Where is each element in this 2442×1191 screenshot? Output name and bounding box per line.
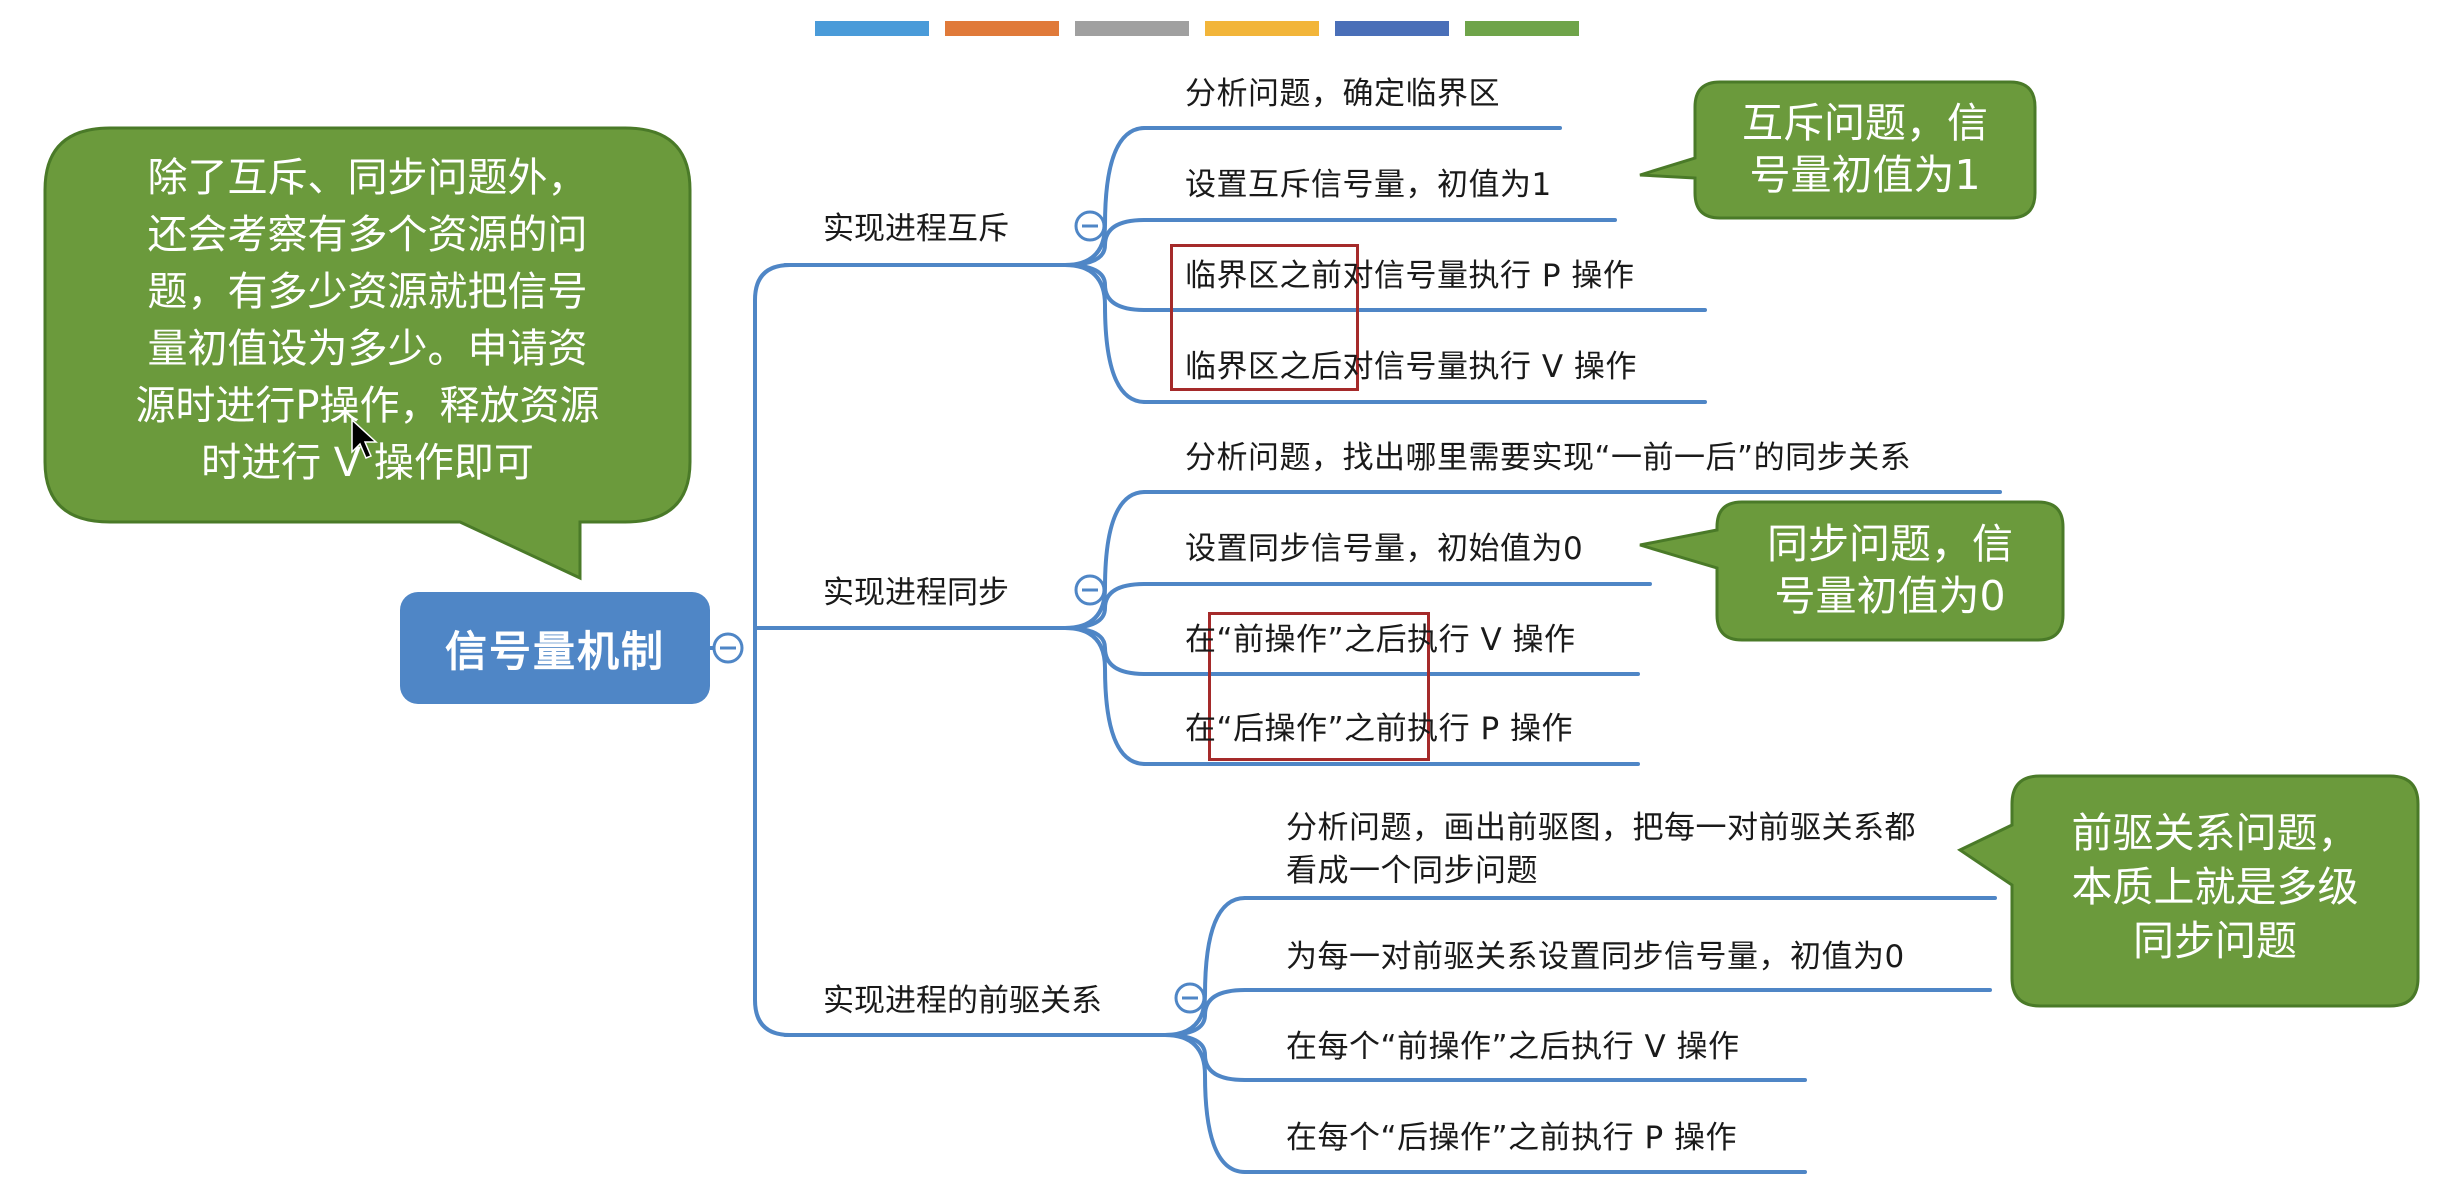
sync-step-2[interactable]: 设置同步信号量，初始值为0 xyxy=(1185,531,1584,567)
palette-swatch-6[interactable] xyxy=(1465,21,1579,36)
sync-step-3[interactable]: 在“前操作”之后执行 V 操作 xyxy=(1185,622,1576,658)
callout-sync-text: 同步问题，信 号量初值为0 xyxy=(1767,520,2013,620)
precedence-step-2[interactable]: 为每一对前驱关系设置同步信号量，初值为0 xyxy=(1286,939,1905,975)
callout-main-shape xyxy=(43,126,692,581)
precedence-step-1[interactable]: 分析问题，画出前驱图，把每一对前驱关系都 看成一个同步问题 xyxy=(1286,810,1916,889)
callout-mutex-text: 互斥问题，信 号量初值为1 xyxy=(1742,99,1988,199)
mutex-step-2[interactable]: 设置互斥信号量，初值为1 xyxy=(1185,167,1552,203)
collapse-button-precedence[interactable] xyxy=(1174,982,1206,1014)
mouse-cursor-icon xyxy=(351,418,378,459)
mutex-step-1[interactable]: 分析问题，确定临界区 xyxy=(1185,76,1500,112)
precedence-step-4[interactable]: 在每个“后操作”之前执行 P 操作 xyxy=(1286,1120,1738,1156)
sync-step-4[interactable]: 在“后操作”之前执行 P 操作 xyxy=(1185,711,1574,747)
callout-precedence-text: 前驱关系问题， 本质上就是多级 同步问题 xyxy=(2071,809,2359,965)
palette-swatch-2[interactable] xyxy=(945,21,1059,36)
mutex-step-4[interactable]: 临界区之后对信号量执行 V 操作 xyxy=(1185,349,1637,385)
callout-precedence-shape xyxy=(1956,774,2420,1008)
callout-main-text: 除了互斥、同步问题外， 还会考察有多个资源的问 题，有多少资源就把信号 量初值设… xyxy=(135,155,600,486)
collapse-button-root[interactable] xyxy=(712,632,744,664)
sync-step-1[interactable]: 分析问题，找出哪里需要实现“一前一后”的同步关系 xyxy=(1185,440,1912,476)
palette-swatch-5[interactable] xyxy=(1335,21,1449,36)
highlight-box-mutex xyxy=(1170,244,1359,391)
branch-mutex-label[interactable]: 实现进程互斥 xyxy=(823,211,1009,247)
highlight-box-sync xyxy=(1208,612,1430,761)
precedence-step-3[interactable]: 在每个“前操作”之后执行 V 操作 xyxy=(1286,1029,1740,1065)
palette-swatch-4[interactable] xyxy=(1205,21,1319,36)
collapse-button-mutex[interactable] xyxy=(1074,210,1106,242)
mutex-step-3[interactable]: 临界区之前对信号量执行 P 操作 xyxy=(1185,258,1635,294)
root-node[interactable]: 信号量机制 xyxy=(400,592,710,704)
branch-precedence-label[interactable]: 实现进程的前驱关系 xyxy=(823,983,1102,1019)
palette-swatch-3[interactable] xyxy=(1075,21,1189,36)
callout-sync-shape xyxy=(1639,500,2065,642)
branch-sync-label[interactable]: 实现进程同步 xyxy=(823,575,1009,611)
root-node-label: 信号量机制 xyxy=(444,626,665,676)
callout-mutex-shape xyxy=(1639,80,2037,220)
palette-swatch-1[interactable] xyxy=(815,21,929,36)
collapse-button-sync[interactable] xyxy=(1074,574,1106,606)
